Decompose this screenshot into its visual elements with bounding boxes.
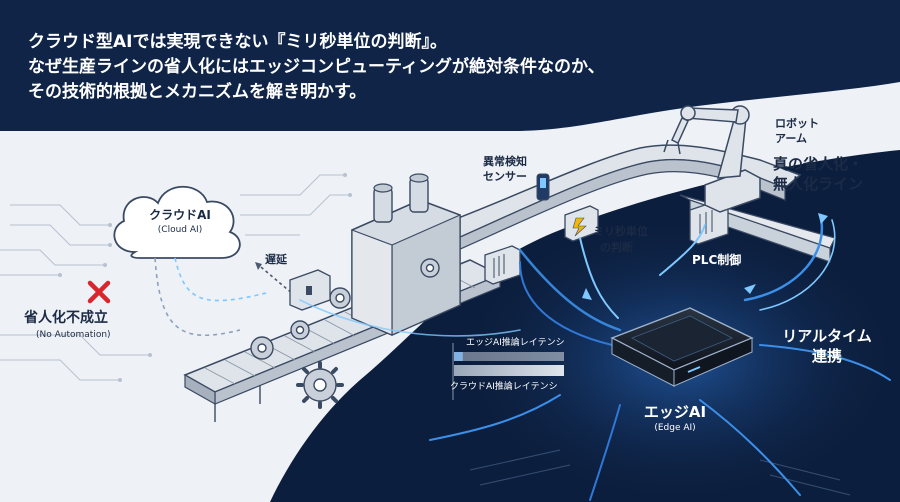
robot-arm-label-2: アーム (775, 132, 808, 145)
robot-arm-icon (663, 105, 761, 213)
header-band (0, 0, 900, 131)
sensor-icon (536, 173, 550, 201)
headline: クラウド型AIでは実現できない『ミリ秒単位の判断』。 なぜ生産ラインの省人化には… (28, 30, 605, 105)
edge-latency-track (454, 352, 564, 361)
headline-line-1: クラウド型AIでは実現できない『ミリ秒単位の判断』。 (28, 32, 447, 52)
plc-label: PLC制御 (692, 253, 742, 267)
sensor-label-1: 異常検知 (483, 155, 527, 168)
no-automation-sub-label: (No Automation) (36, 330, 111, 340)
edge-device-icon (610, 307, 754, 387)
cloud-icon (113, 186, 241, 259)
delay-label: 遅延 (265, 253, 287, 266)
realtime-label-1: リアルタイム (782, 327, 872, 345)
goal-label-1: 真の省人化・ (773, 155, 864, 173)
processing-machine (351, 173, 461, 336)
floor-streaks (469, 449, 851, 496)
gear-teeth (296, 361, 344, 409)
delay-arrowhead (255, 262, 262, 270)
cloud-latency-label: クラウドAI推論レイテンシ (450, 382, 558, 392)
judgement-label-2: の判断 (600, 241, 633, 254)
cloud-ai-sub-label: (Cloud AI) (157, 225, 203, 235)
lightning-icon (572, 217, 587, 237)
headline-line-2: なぜ生産ラインの省人化にはエッジコンピューティングが絶対条件なのか、 (28, 57, 605, 77)
circuit-nodes (58, 173, 352, 382)
cloud-ai-label: クラウドAI (149, 208, 211, 222)
latency-chart (452, 343, 564, 400)
control-box-vents (493, 210, 713, 278)
realtime-label-2: 連携 (811, 347, 842, 365)
flow-arrowheads (582, 213, 828, 300)
robot-arm-label-1: ロボット (775, 117, 819, 130)
data-flow-lines (299, 213, 891, 501)
edge-ai-label: エッジAI (643, 403, 707, 421)
sensor-label-2: センサー (483, 170, 527, 183)
goal-label-2: 無人化ライン (773, 175, 864, 193)
gear-icon (250, 258, 440, 402)
cross-icon (87, 280, 111, 304)
cloud-latency-bar (454, 365, 564, 376)
circuit-traces (0, 174, 350, 381)
no-automation-label: 省人化不成立 (24, 310, 108, 326)
headline-line-3: その技術的根拠とメカニズムを解き明かす。 (28, 82, 367, 102)
edge-ai-sub-label: (Edge AI) (654, 423, 696, 433)
edge-latency-label: エッジAI推論レイテンシ (466, 338, 565, 348)
judgement-label-1: ミリ秒単位 (593, 225, 648, 238)
cloud-latency-paths (154, 257, 301, 337)
